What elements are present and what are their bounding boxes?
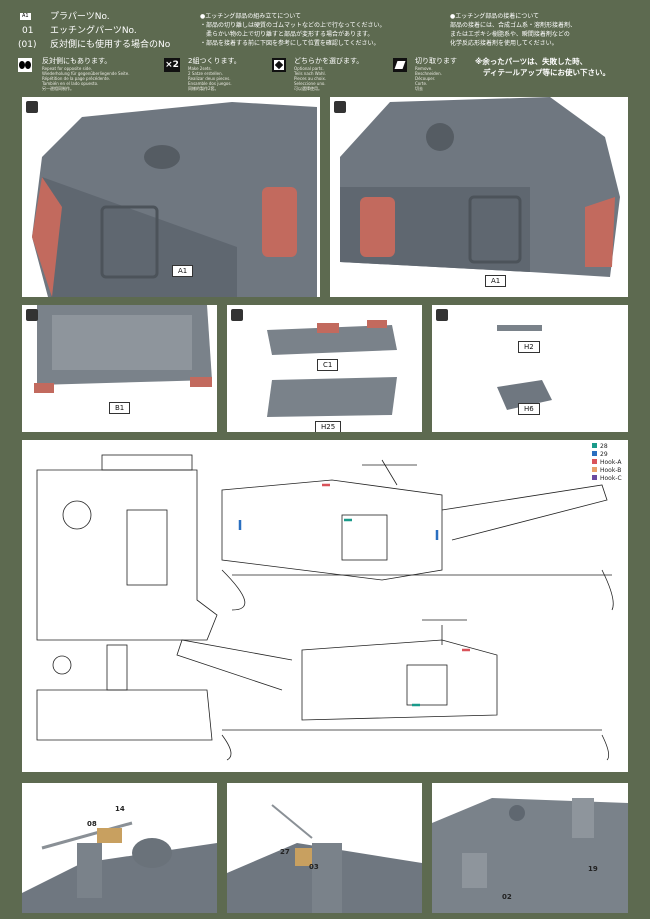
cut-off-icon: [393, 58, 407, 72]
symbol-title: 2組つくります。: [188, 57, 241, 65]
legend-item: Hook-C: [592, 475, 622, 483]
opposite-side-icon: [18, 58, 32, 72]
part-label-c1: C1: [317, 359, 339, 371]
etching-assembly-notes: ●エッチング部品の組み立てについて ・部品の切り離しは硬質のゴムマットなどの上で…: [200, 12, 386, 48]
note-line: ディテールアップ等にお使い下さい。: [483, 68, 610, 77]
both-number-sample: (01): [18, 40, 37, 50]
note-line: 部品の接着には、合成ゴム系・溶剤形接着剤、: [450, 22, 577, 29]
note-line: 柔らかい物の上で切り離すと部品が変形する場合があります。: [200, 31, 374, 38]
symbol-line: Corte.: [415, 81, 428, 86]
part-label-b1: B1: [109, 402, 131, 414]
legend-label: Hook-B: [600, 467, 622, 474]
part-number-callout: 02: [502, 893, 512, 901]
part-badge: A1: [20, 13, 31, 20]
symbol-line: Realizar deux pieces.: [188, 76, 231, 81]
note-line: ※余ったパーツは、失敗した時、: [475, 57, 588, 66]
part-number-callout: 19: [588, 865, 598, 873]
symbol-line: 2 Satze erstellen.: [188, 71, 223, 76]
symbol-title: どちらかを選びます。: [294, 57, 364, 65]
part-label-a1: A1: [485, 275, 507, 287]
symbol-line: Wiederholung für gegenüberliegende Seite…: [42, 71, 130, 76]
symbol-line: Make 2sets.: [188, 66, 212, 71]
symbol-line: Optional parts.: [294, 66, 324, 71]
legend-swatch: [592, 443, 597, 448]
symbol-title: 切り取ります: [415, 57, 457, 65]
cut-off-icon: [26, 309, 38, 321]
etching-glue-title: ●エッチング部品の接着について: [450, 13, 540, 20]
symbol-line: Pieces au choix.: [294, 76, 327, 81]
cut-off-icon: [231, 309, 243, 321]
symbol-line: 另一邊相同制作。: [42, 86, 74, 91]
part-number-callout: 08: [87, 820, 97, 828]
cut-off-icon: [334, 101, 346, 113]
symbol-line: Répétition de la page précédente.: [42, 76, 111, 81]
diagram-legend: 28 29 Hook-A Hook-B Hook-C: [592, 443, 622, 483]
symbol-line: 切去: [415, 86, 423, 91]
part-label-a1: A1: [172, 265, 194, 277]
part-label-h2: H2: [518, 341, 540, 353]
symbol-line: Seleccione uno.: [294, 81, 326, 86]
cut-off-icon: [26, 101, 38, 113]
etch-number-sample: 01: [22, 26, 34, 36]
plastic-part-label: プラパーツNo.: [50, 12, 110, 22]
symbol-line: Repeat for opposite side.: [42, 66, 93, 71]
legend-item: Hook-B: [592, 467, 622, 475]
photo-gun-mount-2: 27 03: [227, 783, 422, 913]
note-line: ・部品を接着する前に下図を参考にして位置を確認してください。: [200, 40, 380, 47]
photo-hull-right: A1: [330, 97, 628, 297]
part-number-callout: 27: [280, 848, 290, 856]
legend-item: 28: [592, 443, 622, 451]
note-line: 化学反応形接着剤を使用してください。: [450, 40, 558, 47]
photo-part-b1: B1: [22, 305, 217, 432]
etching-assembly-title: ●エッチング部品の組み立てについて: [200, 13, 302, 20]
legend-swatch: [592, 475, 597, 480]
part-number-callout: 14: [115, 805, 125, 813]
legend-label: 28: [600, 443, 608, 450]
photo-hatch-detail: 19 02: [432, 783, 628, 913]
symbol-line: Remove.: [415, 66, 433, 71]
legend-swatch: [592, 459, 597, 464]
placement-diagram: 28 29 Hook-A Hook-B Hook-C: [22, 440, 628, 772]
cut-off-icon: [436, 309, 448, 321]
part-label-h6: H6: [518, 403, 540, 415]
note-line: ・部品の切り離しは硬質のゴムマットなどの上で行なってください。: [200, 22, 386, 29]
legend-label: 29: [600, 451, 608, 458]
times-two-icon: ×2: [164, 58, 180, 72]
legend-label: Hook-A: [600, 459, 622, 466]
legend-swatch: [592, 451, 597, 456]
etching-glue-notes: ●エッチング部品の接着について 部品の接着には、合成ゴム系・溶剤形接着剤、 また…: [450, 12, 576, 48]
symbol-line: Découper.: [415, 76, 436, 81]
part-label-h25: H25: [315, 421, 342, 432]
symbol-line: 同樣的製作2套。: [188, 86, 219, 91]
both-part-label: 反対側にも使用する場合のNo: [50, 40, 171, 50]
symbol-line: Teils nach Wahl.: [294, 71, 326, 76]
symbol-line: Beschneiden.: [415, 71, 442, 76]
choose-icon: [272, 58, 286, 72]
legend-item: 29: [592, 451, 622, 459]
part-number-callout: 03: [309, 863, 319, 871]
photo-gun-mount-1: 08 14: [22, 783, 217, 913]
photo-hull-left: A1: [22, 97, 320, 297]
photo-part-h2-h6: H2 H6: [432, 305, 628, 432]
symbol-title: 反対側にもあります。: [42, 57, 112, 65]
symbol-line: También en el lado opuesto.: [42, 81, 99, 86]
symbol-line: Ensamble dos juegos.: [188, 81, 232, 86]
note-line: またはエポキシ樹脂系や、瞬間接着剤などの: [450, 31, 570, 38]
etch-part-label: エッチングパーツNo.: [50, 26, 137, 36]
photo-part-c1-h25: C1 H25: [227, 305, 422, 432]
legend-item: Hook-A: [592, 459, 622, 467]
legend-label: Hook-C: [600, 475, 622, 482]
leftover-parts-note: ※余ったパーツは、失敗した時、 ディテールアップ等にお使い下さい。: [475, 56, 610, 78]
symbol-line: 可以選擇使用。: [294, 86, 322, 91]
legend-swatch: [592, 467, 597, 472]
